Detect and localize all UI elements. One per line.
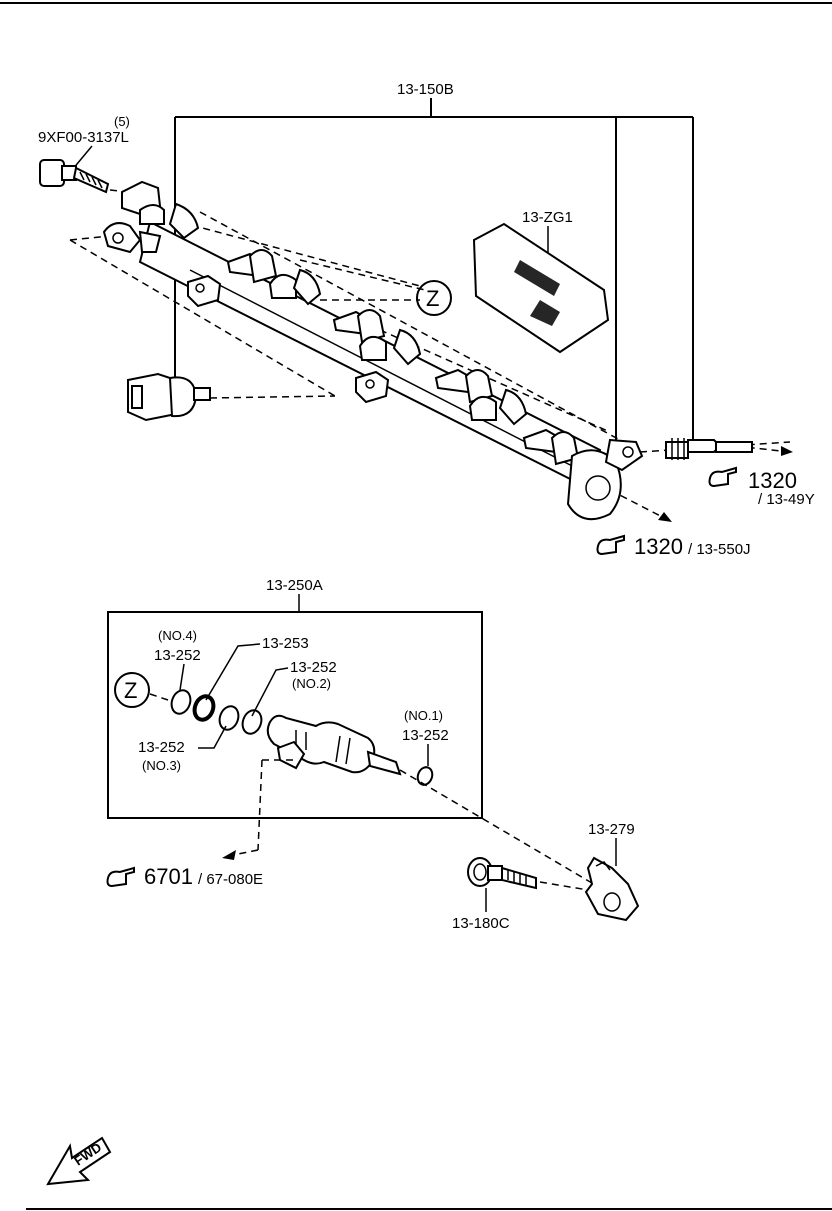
fwd-arrow-icon: FWD <box>46 1136 112 1186</box>
svg-text:/ 13-550J: / 13-550J <box>688 541 751 558</box>
hand-pointer-icon <box>708 466 737 488</box>
svg-text:/ 13-49Y: / 13-49Y <box>758 491 815 508</box>
svg-text:Z: Z <box>426 286 439 311</box>
arrowhead-1320b <box>658 512 672 522</box>
arrowhead-6701 <box>222 850 236 860</box>
insulator <box>472 222 610 354</box>
label-oring-no1: 13-252 <box>402 727 449 744</box>
fuel-injector <box>257 714 402 851</box>
z-reference-circle-lower: Z <box>114 672 169 708</box>
label-bolt-part: 9XF00-3137L <box>38 129 129 146</box>
label-bolt-qty: (5) <box>114 114 130 129</box>
injector-assy-box <box>107 611 483 819</box>
fuel-fitting <box>665 438 753 460</box>
label-bracket: 13-279 <box>588 821 635 838</box>
ref-6701: 6701 / 67-080E <box>106 864 263 889</box>
bracket-13-279 <box>584 856 640 922</box>
label-oring-no3-tag: (NO.3) <box>142 758 181 773</box>
arrowhead-1320a <box>781 446 793 456</box>
pressure-sensor <box>127 372 211 422</box>
fuel-rail <box>102 180 644 521</box>
label-fuel-rail-assy: 13-150B <box>397 81 454 98</box>
label-bolt-180c: 13-180C <box>452 915 510 932</box>
label-oring-no2-tag: (NO.2) <box>292 676 331 691</box>
label-injector-assy: 13-250A <box>266 577 323 594</box>
ref-1320-a: 1320 / 13-49Y <box>708 466 815 508</box>
label-oring-no4-tag: (NO.4) <box>158 628 197 643</box>
hand-pointer-icon <box>106 866 135 888</box>
svg-text:/ 67-080E: / 67-080E <box>198 871 263 888</box>
svg-text:6701: 6701 <box>144 864 193 889</box>
svg-text:Z: Z <box>124 678 137 703</box>
hand-pointer-icon <box>596 534 625 556</box>
bolt-13-180c <box>467 857 537 890</box>
label-oring-no3: 13-252 <box>138 739 185 756</box>
label-oring-no2: 13-252 <box>290 659 337 676</box>
ref-1320-b: 1320 / 13-550J <box>596 534 751 559</box>
label-insulator: 13-ZG1 <box>522 209 573 226</box>
o-rings <box>170 689 434 786</box>
bolt-9xf00 <box>39 145 110 194</box>
z-reference-circle-top: Z <box>416 280 452 316</box>
label-oring-253: 13-253 <box>262 635 309 652</box>
svg-text:1320: 1320 <box>634 534 683 559</box>
svg-text:1320: 1320 <box>748 468 797 493</box>
label-oring-no4: 13-252 <box>154 647 201 664</box>
label-oring-no1-tag: (NO.1) <box>404 708 443 723</box>
